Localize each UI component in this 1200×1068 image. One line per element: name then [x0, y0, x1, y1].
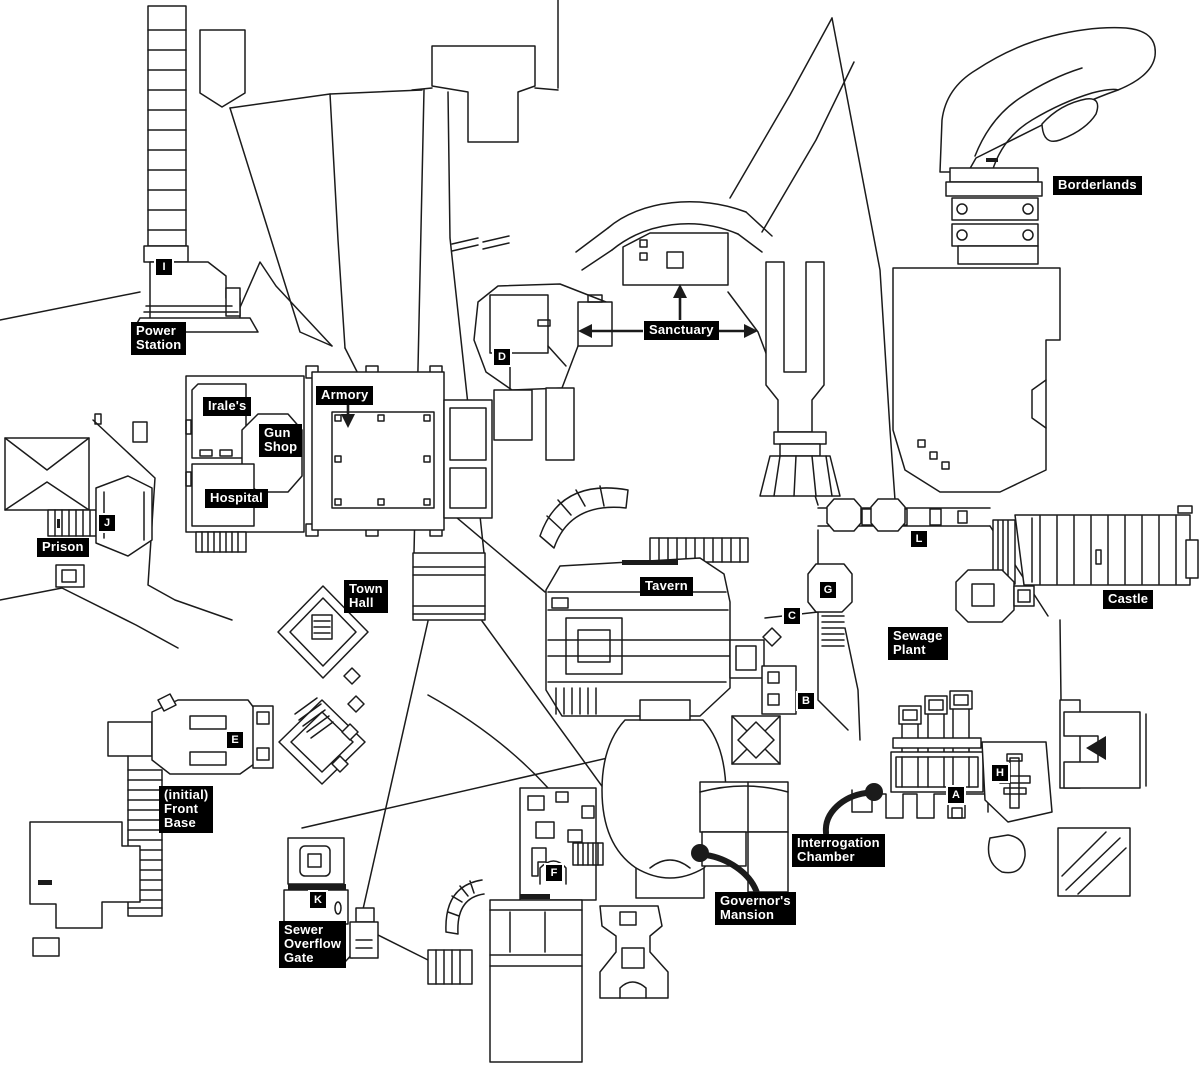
- map-label-interrogation-chamber: Interrogation Chamber: [792, 834, 885, 868]
- front-base-structure: [29, 693, 274, 957]
- borderlands-structure: [892, 26, 1156, 493]
- map-label-irales: Irale's: [203, 397, 252, 417]
- map-marker-f: F: [546, 865, 562, 881]
- map-marker-l: L: [911, 531, 927, 547]
- sanctuary-up-arrow: [673, 284, 687, 320]
- map-label-castle: Castle: [1103, 590, 1154, 610]
- map-label-gun-shop: Gun Shop: [259, 424, 303, 458]
- map-marker-c: C: [784, 608, 800, 624]
- map-marker-g: G: [820, 582, 836, 598]
- d-building: [473, 283, 613, 461]
- map-marker-b: B: [798, 693, 814, 709]
- north-building: [431, 45, 536, 143]
- map-arrows: [341, 284, 883, 896]
- map-marker-e: E: [227, 732, 243, 748]
- map-label-sanctuary: Sanctuary: [644, 321, 719, 341]
- map-label-prison: Prison: [37, 538, 89, 558]
- map-label-tavern: Tavern: [640, 577, 693, 597]
- map-label-town-hall: Town Hall: [344, 580, 388, 614]
- central-plaza: [412, 485, 629, 621]
- castle-structure: [817, 498, 1199, 586]
- map-label-initial-front-base: (initial) Front Base: [159, 786, 214, 834]
- governors-mansion-structure: [427, 694, 789, 1063]
- tavern-structure: [545, 537, 765, 717]
- map-marker-i: I: [156, 259, 172, 275]
- power-station-structure: [131, 5, 259, 333]
- map-label-hospital: Hospital: [205, 489, 268, 509]
- map-label-armory: Armory: [316, 386, 374, 406]
- sanctuary-left-arrow: [578, 324, 643, 338]
- map-label-sewage-plant: Sewage Plant: [888, 627, 948, 661]
- map-label-governors-mansion: Governor's Mansion: [715, 892, 796, 926]
- map-marker-h: H: [992, 765, 1008, 781]
- fork-structure: [759, 261, 841, 497]
- governors-mansion-pointer-arrow: [691, 844, 760, 896]
- sewage-plant-structure: [731, 563, 1147, 897]
- map-label-borderlands: Borderlands: [1053, 176, 1142, 196]
- armory-structure: [305, 365, 493, 537]
- sanctuary-structure: [622, 232, 729, 286]
- map-label-sewer-overflow-gate: Sewer Overflow Gate: [279, 921, 347, 969]
- map-marker-d: D: [494, 349, 510, 365]
- town-hall-structure: [277, 585, 369, 785]
- sewer-gate-structure: [283, 837, 485, 985]
- interrogation-chamber-pointer-arrow: [822, 783, 883, 836]
- sanctuary-right-arrow: [718, 324, 758, 338]
- map-marker-k: K: [310, 892, 326, 908]
- map-marker-a: A: [948, 787, 964, 803]
- armory-down-arrow: [341, 404, 355, 428]
- prison-structure: [4, 413, 153, 588]
- map-marker-j: J: [99, 515, 115, 531]
- map-label-power-station: Power Station: [131, 322, 187, 356]
